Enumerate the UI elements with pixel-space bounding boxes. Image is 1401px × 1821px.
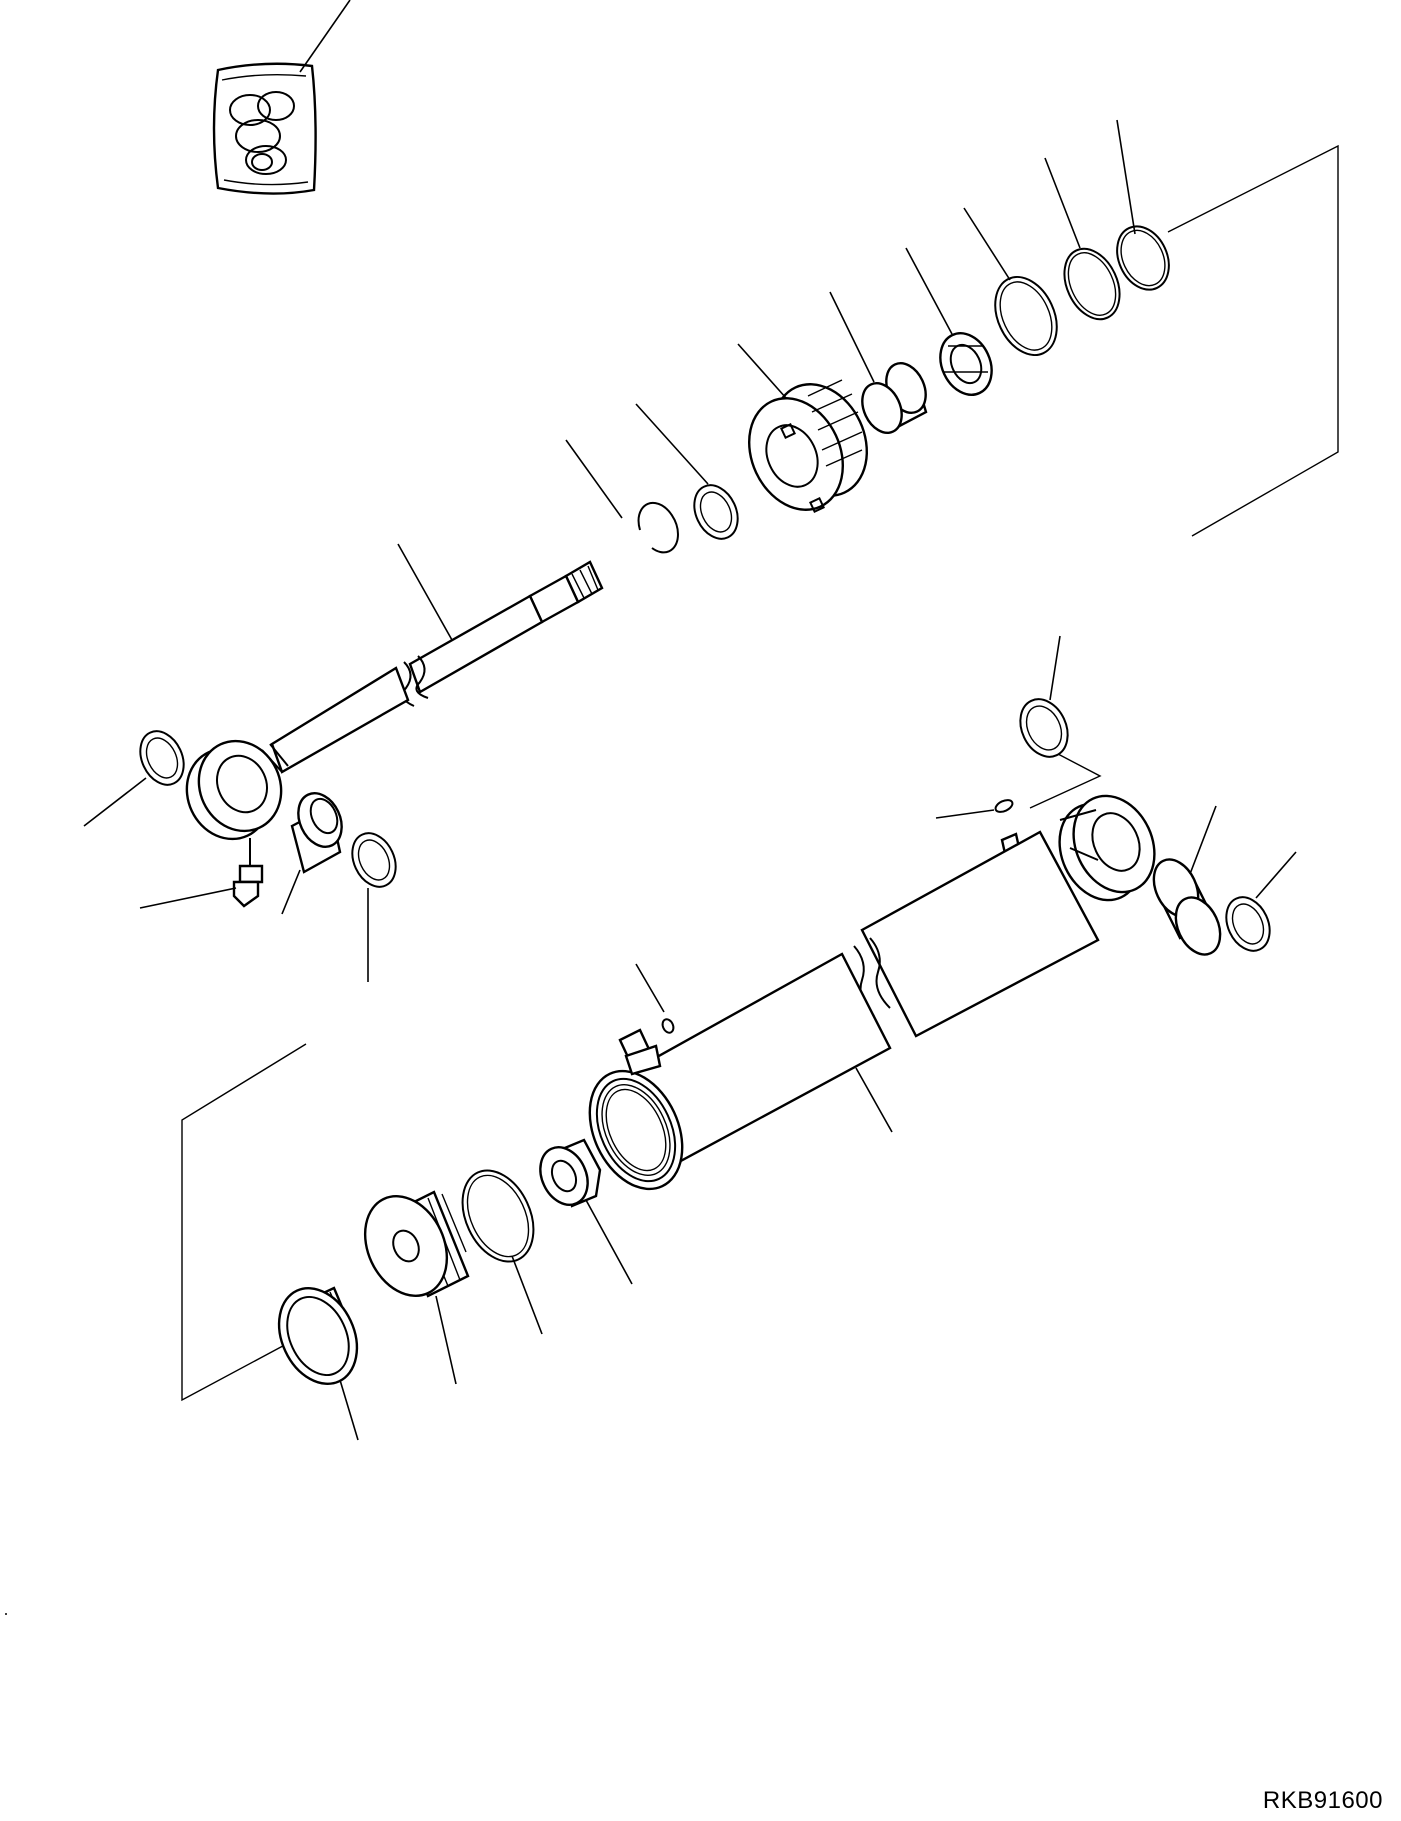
- piston-group-bracket: [181, 1043, 307, 1402]
- dust-seal: [1019, 635, 1102, 809]
- wear-ring: [635, 403, 739, 540]
- plug: [935, 799, 1014, 819]
- seal-kit-bag-icon: [212, 0, 351, 195]
- snap-ring: [565, 439, 679, 554]
- cylinder-tube: [588, 794, 1156, 1191]
- piston-seal: [277, 1286, 359, 1441]
- piston-seal: [83, 730, 185, 827]
- nut: [539, 1138, 633, 1285]
- piston-ring: [461, 1169, 543, 1335]
- rod-packing: [905, 247, 993, 396]
- o-ring: [1116, 119, 1170, 291]
- dust-seal: [963, 207, 1058, 356]
- rod-group-bracket: [1167, 144, 1339, 537]
- backup-ring: [1044, 157, 1121, 321]
- dust-seal: [351, 832, 397, 982]
- grease-fitting: [139, 838, 264, 909]
- rod-end-bushing: [1152, 805, 1222, 956]
- rod-end-bushing: [281, 792, 343, 915]
- piston-rod: [185, 543, 604, 841]
- piston-seal: [1225, 851, 1297, 952]
- cylinder-head: [737, 343, 869, 513]
- bushing: [829, 291, 928, 434]
- drawing-code: RKB91600: [1262, 1787, 1383, 1814]
- piston: [363, 1190, 470, 1385]
